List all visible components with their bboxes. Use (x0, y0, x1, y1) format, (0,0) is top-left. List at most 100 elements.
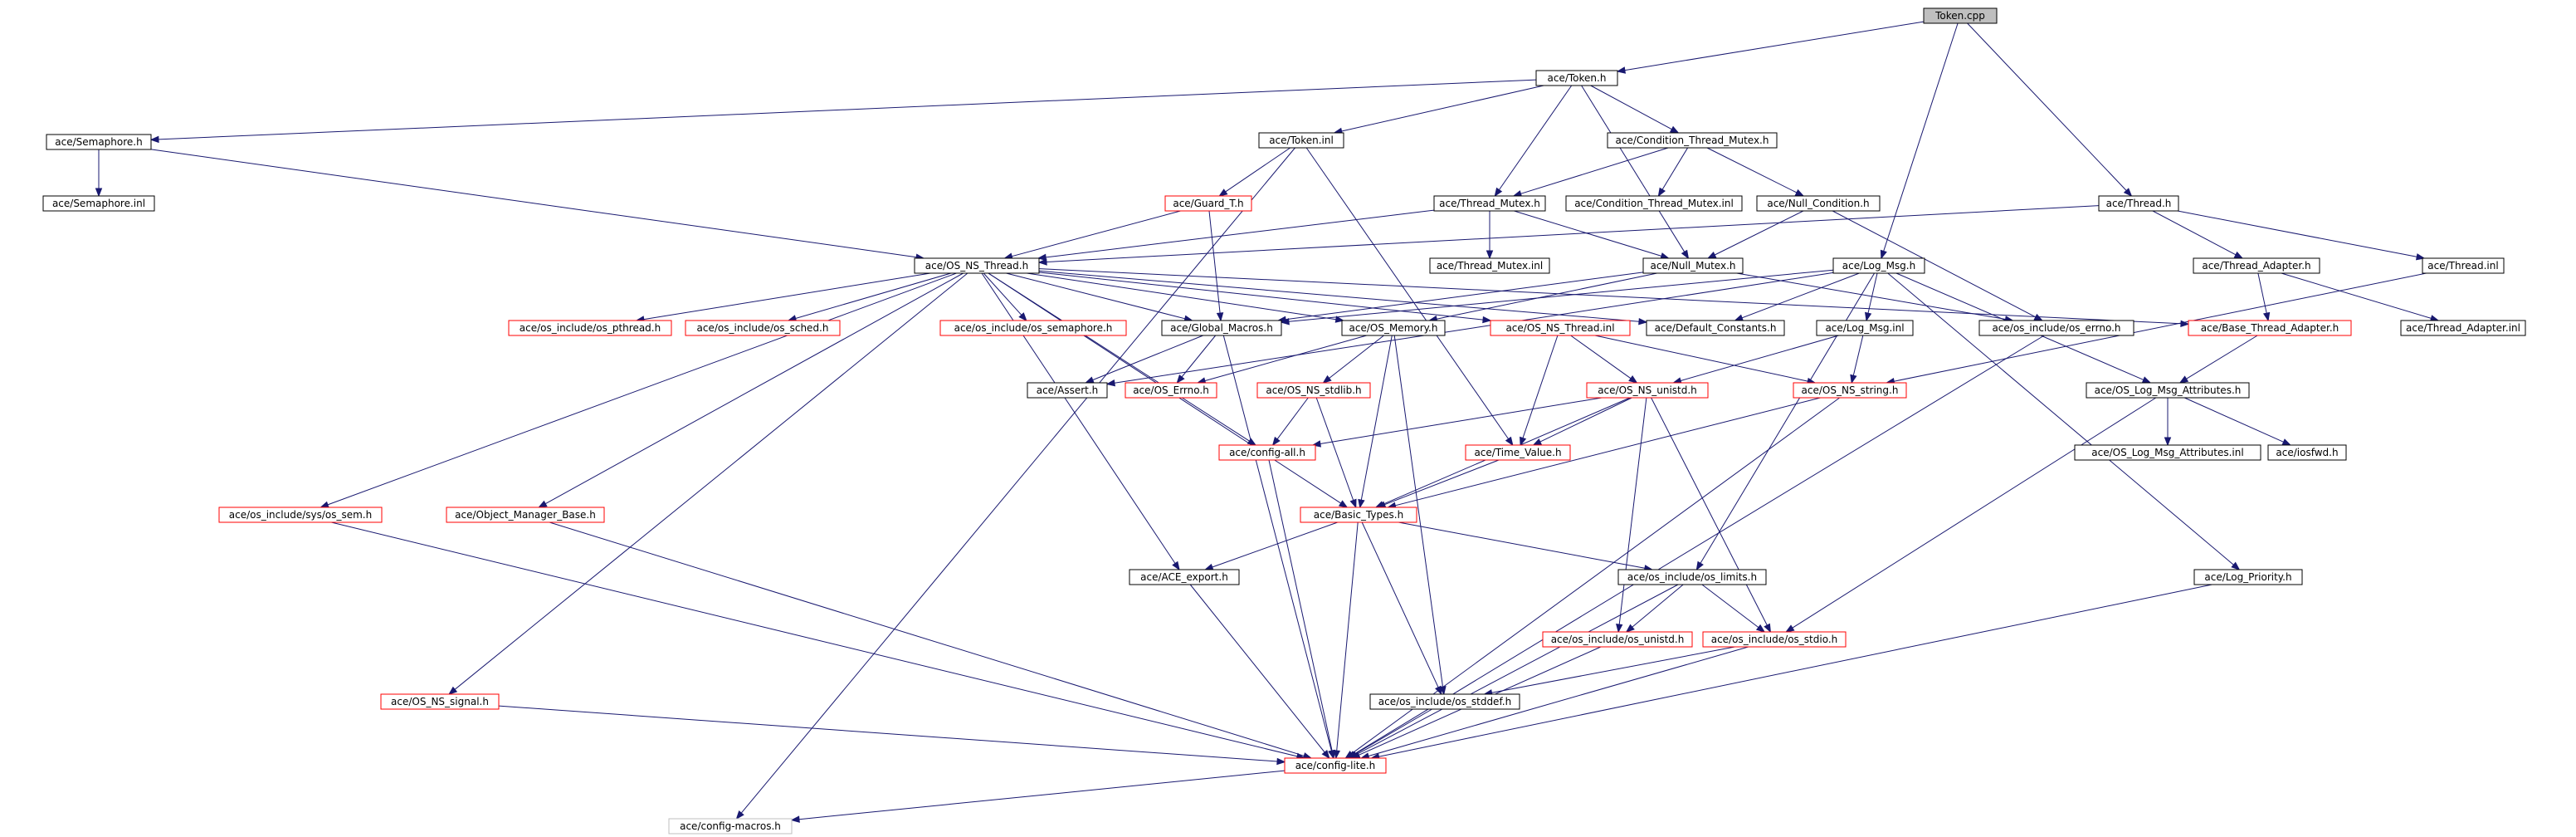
edge-os_log_msg_attributes_h-to-os_stdio_h (1785, 397, 2157, 633)
node-thread-h[interactable]: ace/Thread.h (2098, 195, 2179, 212)
edge-os_ns_stdlib_h-to-basic_types_h (1315, 397, 1357, 509)
node-log-priority-h[interactable]: ace/Log_Priority.h (2193, 569, 2303, 585)
edge-global_macros_h-to-assert_h (1085, 335, 1203, 384)
node-assert-h[interactable]: ace/Assert.h (1027, 382, 1108, 399)
node-box (1702, 631, 1847, 648)
node-os-sem-h[interactable]: ace/os_include/sys/os_sem.h (218, 507, 383, 523)
node-log-msg-h[interactable]: ace/Log_Msg.h (1832, 257, 1925, 274)
node-config-lite-h[interactable]: ace/config-lite.h (1284, 757, 1387, 774)
node-os-ns-string-h[interactable]: ace/OS_NS_string.h (1793, 382, 1907, 399)
node-log-msg-inl[interactable]: ace/Log_Msg.inl (1816, 320, 1914, 336)
node-label: ace/Token.inl (1269, 135, 1334, 146)
node-thread-adapter-inl[interactable]: ace/Thread_Adapter.inl (2400, 320, 2526, 336)
node-thread-adapter-h[interactable]: ace/Thread_Adapter.h (2193, 257, 2320, 274)
node-ace-export-h[interactable]: ace/ACE_export.h (1129, 569, 1240, 585)
node-label: ace/OS_NS_signal.h (391, 696, 489, 707)
edge-os_ns_thread_inl-to-time_value_h (1520, 335, 1559, 447)
node-box (1161, 320, 1282, 336)
node-box (2400, 320, 2526, 336)
edge-cond_thread_mutex_h-to-thread_mutex_h (1512, 147, 1669, 198)
node-box (1978, 320, 2134, 336)
node-os-ns-unistd-h[interactable]: ace/OS_NS_unistd.h (1586, 382, 1709, 399)
edge-config_all_h-to-config_lite_h (1268, 459, 1336, 760)
node-os-sched-h[interactable]: ace/os_include/os_sched.h (685, 320, 841, 336)
edge-ace_export_h-to-config_lite_h (1189, 584, 1330, 760)
node-label: ace/OS_NS_unistd.h (1598, 384, 1697, 396)
node-object-manager-base-h[interactable]: ace/Object_Manager_Base.h (446, 507, 605, 523)
edge-thread_h-to-os_ns_thread_h (1037, 205, 2100, 266)
edge-os_ns_thread_h-to-object_manager_base_h (538, 272, 964, 508)
node-token-inl[interactable]: ace/Token.inl (1258, 132, 1344, 149)
node-os-memory-h[interactable]: ace/OS_Memory.h (1341, 320, 1446, 336)
node-label: ace/config-lite.h (1295, 760, 1376, 771)
node-label: ace/Assert.h (1037, 384, 1099, 396)
node-os-stddef-h[interactable]: ace/os_include/os_stddef.h (1369, 693, 1520, 710)
node-os-errno-h[interactable]: ace/os_include/os_errno.h (1978, 320, 2134, 336)
node-token-h[interactable]: ace/Token.h (1535, 70, 1618, 86)
node-label: ace/os_include/os_stddef.h (1378, 696, 1511, 707)
node-base-thread-adapter-h[interactable]: ace/Base_Thread_Adapter.h (2188, 320, 2352, 336)
node-iosfwd-h[interactable]: ace/iosfwd.h (2267, 444, 2347, 461)
node-box (218, 507, 383, 523)
node-label: ace/Condition_Thread_Mutex.inl (1574, 198, 1734, 209)
edge-os_memory_h-to-basic_types_h (1358, 335, 1393, 509)
node-label: ace/OS_Errno.h (1133, 384, 1209, 396)
node-label: ace/ACE_export.h (1140, 571, 1228, 583)
node-box (1646, 320, 1785, 336)
node-semaphore-inl[interactable]: ace/Semaphore.inl (42, 195, 155, 212)
node-null-mutex-h[interactable]: ace/Null_Mutex.h (1642, 257, 1744, 274)
node-label: ace/Thread_Mutex.inl (1437, 260, 1543, 272)
node-time-value-h[interactable]: ace/Time_Value.h (1465, 444, 1571, 461)
edge-token_h-to-null_mutex_h (1581, 85, 1690, 260)
node-box (2074, 444, 2261, 461)
node-box (1256, 382, 1371, 399)
edge-guard_t_h-to-os_ns_thread_h (1003, 210, 1181, 260)
node-thread-mutex-inl[interactable]: ace/Thread_Mutex.inl (1429, 257, 1550, 274)
node-os-errno-ace-h[interactable]: ace/OS_Errno.h (1125, 382, 1217, 399)
node-label: ace/os_include/os_semaphore.h (954, 322, 1113, 334)
node-label: ace/Token.h (1548, 72, 1607, 84)
node-box (685, 320, 841, 336)
node-thread-inl[interactable]: ace/Thread.inl (2422, 257, 2505, 274)
edge-log_msg_h-to-global_macros_h (1280, 269, 1834, 326)
node-os-log-msg-attributes-h[interactable]: ace/OS_Log_Msg_Attributes.h (2086, 382, 2250, 399)
node-cond-thread-mutex-inl[interactable]: ace/Condition_Thread_Mutex.inl (1565, 195, 1743, 212)
edge-os_ns_thread_inl-to-os_ns_unistd_h (1570, 335, 1638, 384)
node-box (1258, 132, 1344, 149)
edge-thread_h-to-thread_adapter_h (2152, 210, 2244, 259)
node-box (1369, 693, 1520, 710)
node-basic-types-h[interactable]: ace/Basic_Types.h (1300, 507, 1417, 523)
edges-layer (95, 21, 2440, 823)
node-box (1923, 7, 1998, 24)
node-os-unistd-h[interactable]: ace/os_include/os_unistd.h (1542, 631, 1693, 648)
node-os-limits-h[interactable]: ace/os_include/os_limits.h (1617, 569, 1767, 585)
node-null-condition-h[interactable]: ace/Null_Condition.h (1756, 195, 1881, 212)
node-label: ace/OS_Log_Msg_Attributes.inl (2091, 447, 2243, 458)
node-os-ns-thread-inl[interactable]: ace/OS_NS_Thread.inl (1490, 320, 1631, 336)
node-semaphore-h[interactable]: ace/Semaphore.h (46, 134, 152, 150)
node-os-ns-signal-h[interactable]: ace/OS_NS_signal.h (380, 693, 500, 710)
node-global-macros-h[interactable]: ace/Global_Macros.h (1161, 320, 1282, 336)
node-box (1756, 195, 1881, 212)
node-os-stdio-h[interactable]: ace/os_include/os_stdio.h (1702, 631, 1847, 648)
node-label: ace/Thread.h (2106, 198, 2172, 209)
node-os-semaphore-h[interactable]: ace/os_include/os_semaphore.h (939, 320, 1127, 336)
node-cond-thread-mutex-h[interactable]: ace/Condition_Thread_Mutex.h (1607, 132, 1778, 149)
node-label: ace/Null_Mutex.h (1651, 260, 1736, 272)
node-thread-mutex-h[interactable]: ace/Thread_Mutex.h (1433, 195, 1546, 212)
node-token-cpp[interactable]: Token.cpp (1923, 7, 1998, 24)
node-default-constants-h[interactable]: ace/Default_Constants.h (1646, 320, 1785, 336)
node-guard-t-h[interactable]: ace/Guard_T.h (1164, 195, 1252, 212)
node-os-ns-thread-h[interactable]: ace/OS_NS_Thread.h (914, 257, 1040, 274)
node-os-pthread-h[interactable]: ace/os_include/os_pthread.h (508, 320, 672, 336)
edge-thread_mutex_h-to-thread_mutex_inl (1486, 211, 1494, 260)
node-os-ns-stdlib-h[interactable]: ace/OS_NS_stdlib.h (1256, 382, 1371, 399)
node-config-macros-h[interactable]: ace/config-macros.h (668, 818, 793, 835)
node-box (1218, 444, 1316, 461)
node-box (508, 320, 672, 336)
node-box (1642, 257, 1744, 274)
node-os-log-msg-attributes-inl[interactable]: ace/OS_Log_Msg_Attributes.inl (2074, 444, 2261, 461)
node-config-all-h[interactable]: ace/config-all.h (1218, 444, 1316, 461)
edge-token_h-to-cond_thread_mutex_h (1590, 85, 1680, 134)
node-label: ace/OS_NS_stdlib.h (1266, 384, 1361, 396)
